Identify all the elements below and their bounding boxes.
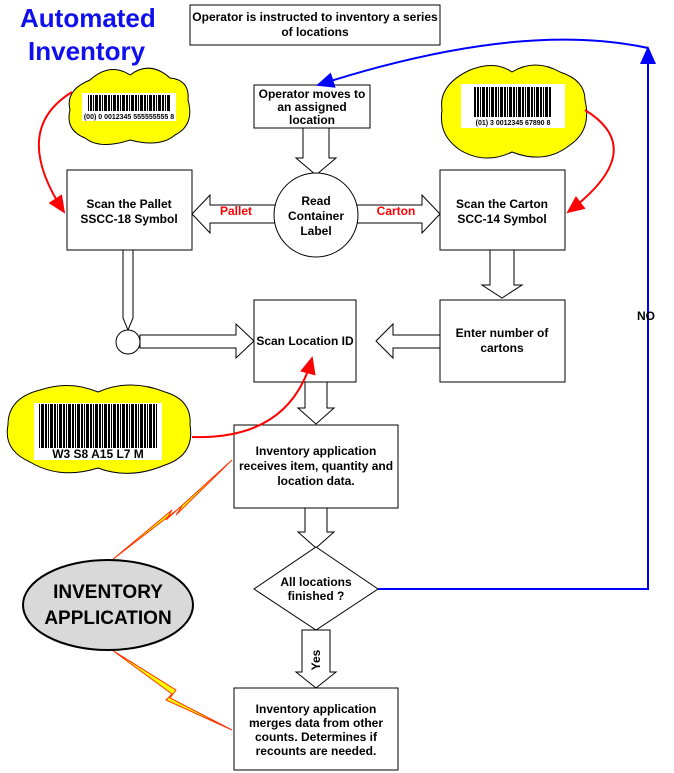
location-barcode-cloud: W3 S8 A15 L7 M: [6, 384, 192, 474]
diagram-text: (00) 0 0012345 555555555 8: [84, 114, 174, 121]
diagram-text: (01) 3 0012345 67890 8: [476, 120, 551, 127]
box-scan-location: Scan Location ID: [253, 299, 357, 383]
read-container-label: Read Container Label: [273, 172, 359, 258]
barcode-icon: [38, 404, 158, 448]
barcode-icon: [474, 87, 552, 117]
diagram-text: Scan the Carton: [456, 197, 548, 211]
diagram-text: Enter number of: [456, 326, 550, 340]
box-instructed: Operator is instructed to inventory a se…: [189, 4, 441, 46]
diagram-text: Container: [288, 209, 344, 223]
barcode-icon: [88, 95, 170, 111]
diagram-text: Operator moves to: [259, 87, 366, 101]
diagram-text: Inventory application: [256, 444, 377, 458]
box-enter-cartons: Enter number of cartons: [439, 299, 566, 383]
diagram-text: location: [289, 113, 335, 127]
merge-connector: [115, 329, 141, 355]
diagram-text: APPLICATION: [44, 608, 171, 629]
carton-label: Carton: [377, 204, 416, 218]
hollow-arrows: [122, 127, 524, 689]
box-scan-carton: Scan the Carton SCC-14 Symbol: [439, 169, 566, 251]
no-return-line: [316, 38, 649, 88]
box-moves: Operator moves to an assigned location: [253, 84, 371, 129]
location-scan-arrow: [191, 356, 316, 439]
diagram-text: Scan Location ID: [256, 334, 354, 348]
diagram-text: Scan the Pallet: [86, 197, 171, 211]
pallet-scan-arrow: [37, 91, 73, 214]
pallet-barcode-cloud: (00) 0 0012345 555555555 8: [68, 67, 191, 145]
title-line-1: Automated: [20, 3, 156, 33]
diagram-text: Operator is instructed to inventory a se…: [192, 10, 438, 24]
diagram-text: merges data from other: [249, 716, 383, 730]
pallet-label: Pallet: [220, 204, 252, 218]
title-line-2: Inventory: [28, 36, 146, 66]
decision-all-finished: All locations finished ?: [253, 546, 379, 631]
diagram-text: recounts are needed.: [256, 744, 377, 758]
box-receives-data: Inventory application receives item, qua…: [233, 424, 399, 509]
diagram-text: location data.: [277, 474, 354, 488]
diagram-text: cartons: [480, 341, 524, 355]
diagram-text: Label: [300, 224, 331, 238]
diagram-text: Inventory application: [256, 702, 377, 716]
diagram-text: All locations: [280, 575, 352, 589]
diagram-text: W3 S8 A15 L7 M: [52, 447, 144, 461]
lightning-bolt-icon: [111, 649, 233, 731]
diagram-text: receives item, quantity and: [239, 459, 393, 473]
carton-barcode-cloud: (01) 3 0012345 67890 8: [440, 64, 588, 159]
yes-label: Yes: [309, 649, 323, 670]
inventory-application-ellipse: INVENTORY APPLICATION: [22, 559, 194, 651]
diagram-text: finished ?: [288, 589, 345, 603]
diagram-text: of locations: [281, 25, 349, 39]
diagram-text: INVENTORY: [53, 582, 163, 603]
diagram-text: an assigned: [277, 100, 346, 114]
no-loop-line: [378, 46, 656, 590]
diagram-text: SSCC-18 Symbol: [80, 212, 177, 226]
diagram-text: counts. Determines if: [255, 730, 378, 744]
no-label: NO: [637, 309, 655, 323]
carton-scan-arrow: [566, 109, 615, 214]
diagram-text: Read: [301, 194, 330, 208]
lightning-bolt-icon: [111, 459, 233, 561]
diagram-text: SCC-14 Symbol: [457, 212, 546, 226]
box-merges-data: Inventory application merges data from o…: [233, 687, 399, 771]
box-scan-pallet: Scan the Pallet SSCC-18 Symbol: [66, 169, 193, 251]
